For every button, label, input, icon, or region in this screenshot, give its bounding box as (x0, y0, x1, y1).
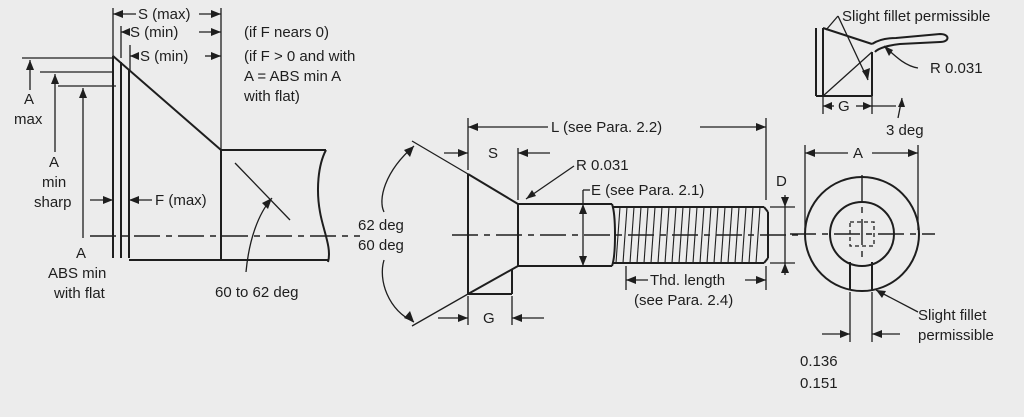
a-max-label-line2: max (14, 111, 43, 128)
fillet-label-end-line2: permissible (918, 327, 994, 344)
l-dimension-label: L (see Para. 2.2) (551, 119, 662, 136)
dim-0151-label: 0.151 (800, 375, 838, 392)
g-label: G (483, 310, 495, 327)
if-f-gt0-note-line1: (if F > 0 and with (244, 48, 355, 65)
fillet-label-top: Slight fillet permissible (842, 8, 990, 25)
d-label: D (776, 173, 787, 190)
fillet-label-end-line1: Slight fillet (918, 307, 987, 324)
deg-60-label: 60 deg (358, 237, 404, 254)
f-max-label: F (max) (155, 192, 207, 209)
e-dimension-label: E (see Para. 2.1) (591, 182, 704, 199)
s-max-label: S (max) (138, 6, 191, 23)
left-head-detail: S (max) S (min) (if F nears 0) S (min) (… (14, 6, 360, 302)
if-f-nears-0-note: (if F nears 0) (244, 24, 329, 41)
angle-60-62-label: 60 to 62 deg (215, 284, 298, 301)
if-f-gt0-note-line3: with flat) (243, 88, 300, 105)
a-abs-label-line2: ABS min (48, 265, 106, 282)
a-sharp-label-line3: sharp (34, 194, 72, 211)
a-sharp-label-line1: A (49, 154, 59, 171)
a-end-label: A (853, 145, 863, 162)
bolt-side-view: L (see Para. 2.2) S R 0.031 (358, 118, 800, 327)
thd-length-label-line1: Thd. length (650, 272, 725, 289)
s-min-mid-label: S (min) (140, 48, 188, 65)
a-abs-label-line3: with flat (53, 285, 106, 302)
r-0031-label: R 0.031 (576, 157, 629, 174)
dim-0136-label: 0.136 (800, 353, 838, 370)
top-right-head-detail: Slight fillet permissible R 0.031 G 3 de… (815, 8, 990, 139)
a-abs-label-line1: A (76, 245, 86, 262)
a-sharp-label-line2: min (42, 174, 66, 191)
r-0031-top-label: R 0.031 (930, 60, 983, 77)
g-top-label: G (838, 98, 850, 115)
deg-62-label: 62 deg (358, 217, 404, 234)
bolt-end-view: A Slight fillet permissible 0.136 0.151 (790, 145, 994, 392)
three-deg-label: 3 deg (886, 122, 924, 139)
s-min-top-label: S (min) (130, 24, 178, 41)
a-max-label-line1: A (24, 91, 34, 108)
s-label: S (488, 145, 498, 162)
if-f-gt0-note-line2: A = ABS min A (244, 68, 341, 85)
thd-length-label-line2: (see Para. 2.4) (634, 292, 733, 309)
